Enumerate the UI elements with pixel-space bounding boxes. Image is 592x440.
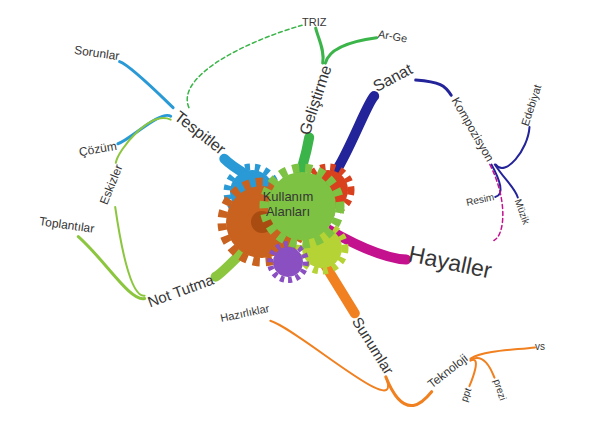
topic-label: Eskizler [98, 163, 127, 207]
branch-topic: Sorunlar [73, 44, 120, 64]
topic-label: Ar-Ge [377, 27, 408, 45]
branch-topic: Hazırlıklar [219, 301, 270, 324]
topic-label: Sorunlar [73, 44, 120, 64]
branch-topic: Tespitler [171, 108, 229, 159]
branch-line [469, 360, 476, 386]
branch-topic: ppt [458, 386, 474, 403]
topic-label: Edebiyat [518, 83, 543, 128]
branch-topic: Toplantılar [38, 215, 95, 236]
branch-line [120, 62, 174, 108]
branch-topic: Hayaller [406, 241, 494, 284]
branch-line [115, 207, 144, 296]
branch-line [386, 377, 432, 406]
branch-topic: TRIZ [302, 16, 326, 29]
topic-label: Tespitler [171, 108, 229, 159]
topic-label: prezi [491, 378, 509, 402]
topic-label: Sanat [370, 60, 416, 96]
topic-label: Müzik [512, 198, 532, 226]
topic-label: Teknoloji [425, 352, 470, 392]
branch-topic: Çözüm [78, 140, 118, 160]
branch-topic: Teknoloji [425, 352, 470, 392]
gear [270, 244, 306, 280]
branch-line [416, 80, 452, 95]
branch-line [325, 38, 376, 63]
branch-line [116, 118, 171, 163]
branch-line [496, 127, 530, 168]
central-topic: Kullanım Alanları [248, 190, 328, 220]
branch-topic: Ar-Ge [377, 27, 408, 45]
topic-label: Kompozisyon [448, 95, 496, 164]
topic-label: Toplantılar [38, 215, 95, 236]
topic-label: Kullanım Alanları [248, 190, 328, 220]
branch-topic: Resim [465, 191, 495, 208]
topic-label: Not Tutma [145, 270, 216, 310]
branch-topic: Edebiyat [518, 83, 543, 128]
branch-topic: prezi [491, 378, 509, 402]
branch-topic: Not Tutma [145, 270, 216, 310]
topic-label: Sunumlar [349, 313, 398, 377]
branch-topic: Kompozisyon [448, 95, 496, 164]
branch-topic: Müzik [512, 198, 532, 226]
branch-topic: Sunumlar [349, 313, 398, 377]
topic-label: Geliştirme [296, 63, 336, 137]
branch-line [471, 358, 495, 378]
branch-topic: vs [535, 341, 545, 353]
branch-topic: Sanat [370, 60, 416, 96]
topic-label: Hayaller [406, 241, 494, 284]
branch-line [118, 115, 171, 143]
branch-topic: Eskizler [98, 163, 127, 207]
topic-label: vs [535, 341, 545, 353]
topic-label: Hazırlıklar [219, 301, 270, 324]
branch-topic: Geliştirme [296, 63, 336, 137]
topic-label: ppt [458, 386, 474, 403]
topic-label: TRIZ [302, 16, 326, 29]
branch-line [316, 28, 323, 63]
dashed-link [187, 25, 302, 107]
branch-line [471, 347, 536, 358]
topic-label: Çözüm [78, 140, 118, 160]
topic-label: Resim [465, 191, 495, 208]
branch-line [495, 165, 518, 198]
